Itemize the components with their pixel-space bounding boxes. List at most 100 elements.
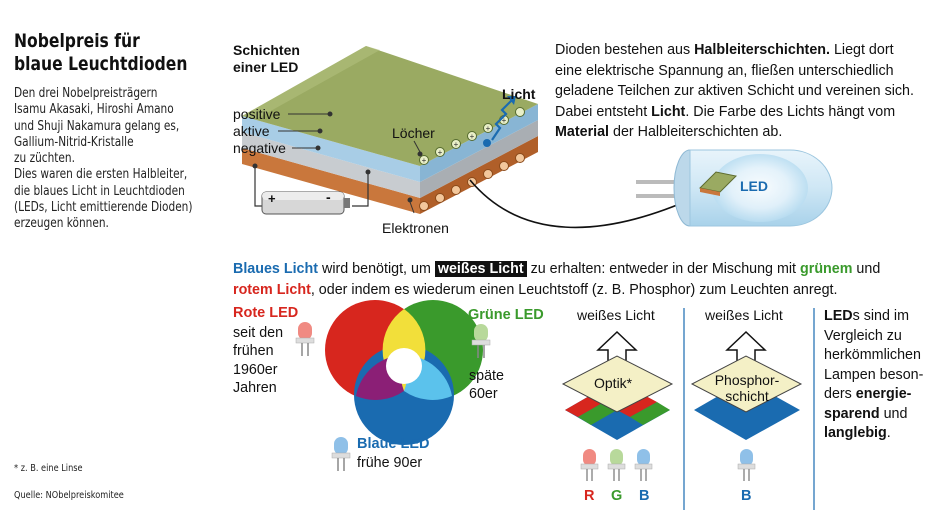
conclusion-l4: Lampen beson- xyxy=(824,366,924,383)
led-lamp xyxy=(636,149,833,227)
color-mixing xyxy=(325,300,483,445)
phosphor-layer xyxy=(690,355,803,413)
layers-heading-2: einer LED xyxy=(233,59,299,75)
conclusion-text: LEDs sind im Vergleich zu herkömmlichen … xyxy=(824,307,923,444)
top-layer-shade xyxy=(242,46,380,118)
phosphor-label: Phosphor- schicht xyxy=(712,372,782,404)
intro-line: Den drei Nobelpreisträgern xyxy=(14,86,158,101)
layers-heading-1: Schichten xyxy=(233,42,300,58)
layer-leader-lines xyxy=(278,111,423,214)
svg-text:+: + xyxy=(454,140,459,149)
led-pin-1 xyxy=(636,180,676,184)
phosphor-line-1: Phosphor- xyxy=(714,372,780,388)
intro-line: Isamu Akasaki, Hiroshi Amano xyxy=(14,102,174,118)
mid-text-4: , oder indem es wiederum einen Leuchtsto… xyxy=(310,281,838,298)
active-layer-front xyxy=(242,132,420,198)
red-led-title: Rote LED xyxy=(233,305,299,321)
red-led-era: seit den frühen 1960er Jahren xyxy=(233,324,283,397)
conclusion-led: LED xyxy=(824,308,853,324)
n-layer-right xyxy=(420,136,538,214)
label-negative: negative xyxy=(233,140,286,156)
recombination-point xyxy=(483,139,491,147)
desc-bold-3: Material xyxy=(555,124,610,140)
intro-line: erzeugen können. xyxy=(14,216,109,232)
svg-text:+: + xyxy=(486,124,491,133)
optics-layer xyxy=(561,355,674,413)
green-led-title: Grüne LED xyxy=(468,307,544,323)
optics-diagram xyxy=(561,330,674,440)
conclusion-period: . xyxy=(886,425,891,441)
title-line-1: Nobelpreis für xyxy=(14,30,140,52)
blue-led-title: Blaue LED xyxy=(357,436,430,452)
blue-led-era: frühe 90er xyxy=(357,455,423,471)
intro-line: Gallium-Nitrid-Kristalle xyxy=(14,134,134,150)
mid-red-light: rotem Licht xyxy=(233,281,311,298)
rgb-led-icons xyxy=(580,449,653,481)
desc-text-1: Dioden bestehen aus xyxy=(555,42,695,58)
label-b-phosphor: B xyxy=(741,488,752,504)
svg-text:+: + xyxy=(502,116,507,125)
mid-text-1: wird benötigt, um xyxy=(318,261,435,277)
white-light-label-1: weißes Licht xyxy=(577,307,655,323)
white-light-explanation: Blaues Licht wird benötigt, um weißes Li… xyxy=(233,259,933,300)
intro-line: Dies waren die ersten Halbleiter, xyxy=(14,167,188,183)
desc-bold-2: Licht xyxy=(651,103,686,120)
green-led-line: 60er xyxy=(469,386,498,403)
mid-text-2: zu erhalten: entweder in der Mischung mi… xyxy=(526,261,801,277)
green-led-era: späte 60er xyxy=(469,367,504,404)
label-g: G xyxy=(611,488,623,504)
label-positive: positive xyxy=(233,106,281,122)
active-layer-right xyxy=(420,120,538,198)
svg-text:+: + xyxy=(470,132,475,141)
battery-plus: + xyxy=(268,191,276,206)
arrow-to-led xyxy=(469,179,699,229)
mid-blue-light: Blaues Licht xyxy=(233,261,319,277)
white-center xyxy=(386,348,422,384)
mid-green: grünem xyxy=(800,261,853,277)
conclusion-l2: Vergleich zu xyxy=(824,327,902,344)
light-ray-head xyxy=(507,96,516,105)
conclusion-l3: herkömmlichen xyxy=(824,347,921,363)
optics-label: Optik* xyxy=(594,375,633,391)
description-paragraph: Dioden bestehen aus Halbleiterschichten.… xyxy=(555,40,915,143)
label-holes: Löcher xyxy=(392,125,435,141)
battery-minus: - xyxy=(326,189,331,205)
label-b: B xyxy=(639,488,650,504)
green-led-line: späte xyxy=(469,368,504,384)
led-layer-block: + + + + + + xyxy=(242,46,538,214)
intro-line: (LEDs, Licht emittierende Dioden) xyxy=(14,200,193,216)
n-layer-front xyxy=(242,148,420,214)
label-active: aktive xyxy=(233,123,270,139)
red-led-line: 1960er xyxy=(233,361,278,378)
led-pin-2 xyxy=(636,194,676,198)
desc-text-4: der Halbleiterschichten ab. xyxy=(609,124,783,140)
p-layer-front xyxy=(242,116,420,182)
desc-text-2: Liegt dort eine elektrische Spannung an,… xyxy=(555,42,914,120)
desc-text-3: . Die Farbe des Lichts hängt vom xyxy=(685,103,896,120)
conclusion-l1: s sind im xyxy=(852,308,910,324)
intro-line: zu züchten. xyxy=(14,151,75,167)
red-led-icon xyxy=(295,322,315,356)
blue-led-icon xyxy=(331,437,351,471)
desc-bold-1: Halbleiterschichten. xyxy=(694,42,830,58)
conclusion-energy: energie- xyxy=(855,386,912,402)
mid-white-light: weißes Licht xyxy=(434,261,527,277)
led-label: LED xyxy=(740,178,768,194)
label-light: Licht xyxy=(502,86,536,102)
p-layer-right xyxy=(420,104,538,182)
intro-line: die blaues Licht in Leuchtdioden xyxy=(14,183,185,199)
white-light-label-2: weißes Licht xyxy=(705,307,783,323)
intro-line: und Shuji Nakamura gelang es, xyxy=(14,118,180,134)
green-led-icon xyxy=(471,324,491,358)
conclusion-l5: ders xyxy=(824,386,856,402)
light-ray xyxy=(491,99,513,141)
phosphor-line-2: schicht xyxy=(725,388,769,404)
red-led-line: frühen xyxy=(233,343,274,360)
conclusion-and: und xyxy=(879,405,908,422)
source-credit: Quelle: NObelpreiskomitee xyxy=(14,490,124,501)
intro-text: Den drei Nobelpreisträgern Isamu Akasaki… xyxy=(14,86,193,233)
svg-text:+: + xyxy=(422,156,427,165)
title-line-2: blaue Leuchtdioden xyxy=(14,53,188,75)
phosphor-diagram xyxy=(690,330,803,481)
footnote: * z. B. eine Linse xyxy=(14,463,83,474)
